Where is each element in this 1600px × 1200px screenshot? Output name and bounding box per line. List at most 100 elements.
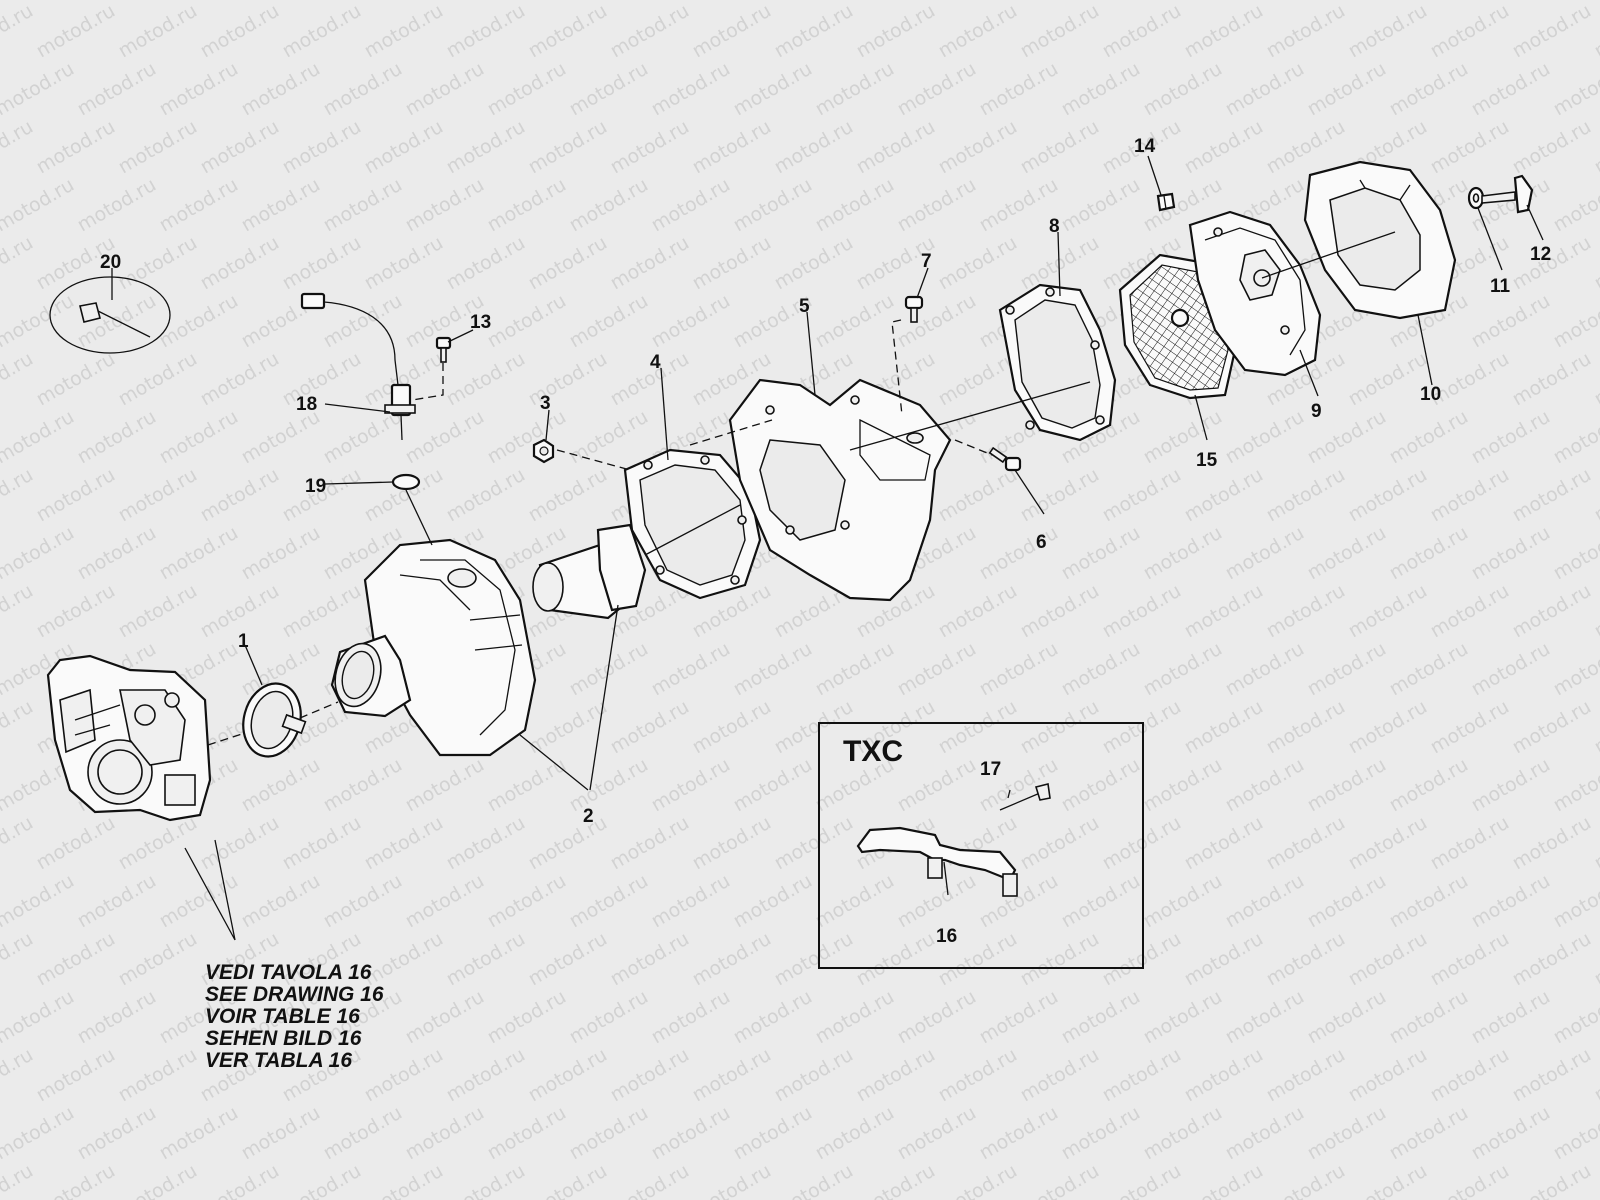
watermark-text: motod.ru <box>0 116 37 179</box>
watermark-text: motod.ru <box>1550 870 1600 933</box>
watermark-text: motod.ru <box>1222 58 1308 121</box>
watermark-text: motod.ru <box>1427 1160 1513 1200</box>
part-19-o-ring <box>391 473 421 491</box>
watermark-text: motod.ru <box>0 1160 37 1200</box>
watermark-text: motod.ru <box>156 870 242 933</box>
watermark-text: motod.ru <box>33 348 119 411</box>
leader-lines <box>184 155 1544 941</box>
watermark-text: motod.ru <box>197 232 283 295</box>
callout-4: 4 <box>650 352 661 373</box>
watermark-text: motod.ru <box>566 1102 652 1165</box>
watermark-text: motod.ru <box>0 1044 37 1107</box>
watermark-text: motod.ru <box>443 232 529 295</box>
watermark-text: motod.ru <box>566 754 652 817</box>
watermark-text: motod.ru <box>1386 0 1472 4</box>
watermark-text: motod.ru <box>402 754 488 817</box>
watermark-text: motod.ru <box>115 0 201 62</box>
watermark-text: motod.ru <box>525 348 611 411</box>
watermark-text: motod.ru <box>1550 0 1600 4</box>
watermark-text: motod.ru <box>1222 522 1308 585</box>
watermark-text: motod.ru <box>1222 1102 1308 1165</box>
watermark-text: motod.ru <box>1263 696 1349 759</box>
watermark-text: motod.ru <box>1427 812 1513 875</box>
watermark-text: motod.ru <box>0 232 37 295</box>
watermark-text: motod.ru <box>484 986 570 1049</box>
watermark-text: motod.ru <box>1099 580 1185 643</box>
watermark-text: motod.ru <box>812 638 898 701</box>
watermark-text: motod.ru <box>689 812 775 875</box>
watermark-text: motod.ru <box>402 58 488 121</box>
watermark-text: motod.ru <box>1099 696 1185 759</box>
callout-16: 16 <box>936 926 957 947</box>
watermark-text: motod.ru <box>607 0 693 62</box>
watermark-text: motod.ru <box>935 1044 1021 1107</box>
watermark-text: motod.ru <box>730 986 816 1049</box>
watermark-text: motod.ru <box>402 406 488 469</box>
watermark-text: motod.ru <box>648 986 734 1049</box>
watermark-text: motod.ru <box>1017 0 1103 62</box>
watermark-text: motod.ru <box>648 754 734 817</box>
watermark-text: motod.ru <box>115 348 201 411</box>
watermark-text: motod.ru <box>1427 1044 1513 1107</box>
watermark-text: motod.ru <box>1550 174 1600 237</box>
watermark-text: motod.ru <box>1017 812 1103 875</box>
watermark-text: motod.ru <box>1181 1044 1267 1107</box>
watermark-text: motod.ru <box>484 406 570 469</box>
watermark-text: motod.ru <box>853 116 939 179</box>
watermark-text: motod.ru <box>1017 580 1103 643</box>
watermark-text: motod.ru <box>525 464 611 527</box>
watermark-text: motod.ru <box>115 1044 201 1107</box>
watermark-text: motod.ru <box>1345 348 1431 411</box>
part-5-airbox-housing <box>728 378 952 602</box>
watermark-text: motod.ru <box>935 464 1021 527</box>
watermark-text: motod.ru <box>976 0 1062 4</box>
watermark-text: motod.ru <box>1468 58 1554 121</box>
callout-11: 11 <box>1490 276 1511 297</box>
callout-6: 6 <box>1036 532 1047 553</box>
watermark-text: motod.ru <box>320 1102 406 1165</box>
watermark-text: motod.ru <box>402 1102 488 1165</box>
watermark-text: motod.ru <box>1550 986 1600 1049</box>
watermark-text: motod.ru <box>1550 406 1600 469</box>
watermark-text: motod.ru <box>279 812 365 875</box>
watermark-text: motod.ru <box>1386 986 1472 1049</box>
watermark-text: motod.ru <box>1591 812 1600 875</box>
watermark-text: motod.ru <box>1345 1044 1431 1107</box>
watermark-text: motod.ru <box>771 0 857 62</box>
watermark-text: motod.ru <box>402 986 488 1049</box>
watermark-text: motod.ru <box>33 464 119 527</box>
watermark-text: motod.ru <box>812 58 898 121</box>
watermark-text: motod.ru <box>1386 406 1472 469</box>
watermark-text: motod.ru <box>238 174 324 237</box>
watermark-text: motod.ru <box>361 464 447 527</box>
watermark-text: motod.ru <box>894 870 980 933</box>
watermark-text: motod.ru <box>1468 986 1554 1049</box>
watermark-text: motod.ru <box>1017 464 1103 527</box>
callout-8: 8 <box>1049 216 1060 237</box>
watermark-text: motod.ru <box>1140 638 1226 701</box>
watermark-text: motod.ru <box>894 1102 980 1165</box>
watermark-text: motod.ru <box>1509 696 1595 759</box>
watermark-text: motod.ru <box>1427 464 1513 527</box>
note-english: SEE DRAWING 16 <box>205 983 384 1006</box>
watermark-text: motod.ru <box>853 1160 939 1200</box>
watermark-text: motod.ru <box>0 986 78 1049</box>
watermark-text: motod.ru <box>320 870 406 933</box>
watermark-text: motod.ru <box>976 58 1062 121</box>
watermark-text: motod.ru <box>1345 0 1431 62</box>
watermark-text: motod.ru <box>443 348 529 411</box>
watermark-text: motod.ru <box>812 0 898 4</box>
watermark-text: motod.ru <box>402 174 488 237</box>
callout-13: 13 <box>470 312 491 333</box>
watermark-text: motod.ru <box>1550 638 1600 701</box>
watermark-text: motod.ru <box>566 0 652 4</box>
watermark-text: motod.ru <box>1140 0 1226 4</box>
watermark-text: motod.ru <box>443 1044 529 1107</box>
watermark-text: motod.ru <box>1222 0 1308 4</box>
watermark-text: motod.ru <box>1181 580 1267 643</box>
watermark-text: motod.ru <box>689 1044 775 1107</box>
watermark-text: motod.ru <box>156 406 242 469</box>
watermark-text: motod.ru <box>320 174 406 237</box>
watermark-text: motod.ru <box>115 232 201 295</box>
watermark-text: motod.ru <box>0 290 78 353</box>
